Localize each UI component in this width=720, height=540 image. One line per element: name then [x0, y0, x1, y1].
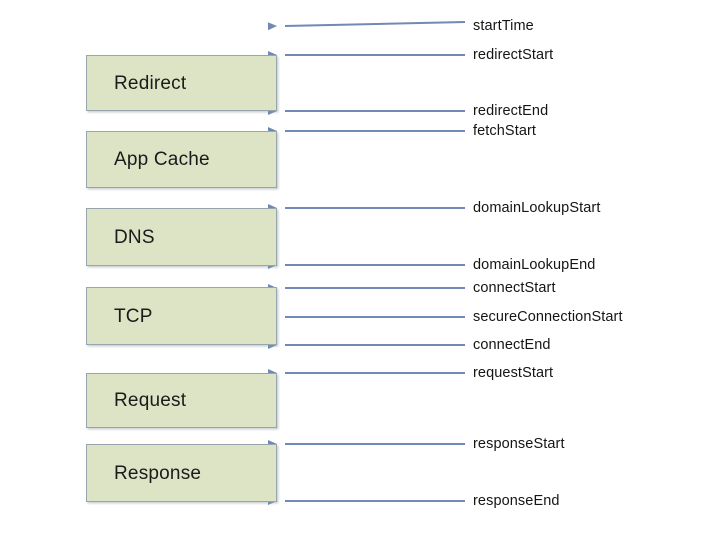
phase-box-label: Response [114, 462, 202, 484]
event-arrow-connectStart [268, 284, 465, 292]
event-label-domainLookupStart: domainLookupStart [473, 200, 601, 216]
event-arrow-requestStart [268, 369, 465, 377]
phase-box-label: TCP [114, 305, 153, 327]
event-arrow-responseStart [268, 440, 465, 448]
event-arrow-connectEnd [268, 341, 465, 349]
phase-box-redirect: Redirect [86, 55, 277, 111]
event-label-fetchStart: fetchStart [473, 123, 537, 139]
phase-box-dns: DNS [86, 208, 277, 266]
phase-box-app-cache: App Cache [86, 131, 277, 188]
event-label-redirectEnd: redirectEnd [473, 103, 549, 119]
event-arrow-redirectEnd [268, 107, 465, 115]
event-label-redirectStart: redirectStart [473, 47, 554, 63]
event-arrow-fetchStart [268, 127, 465, 135]
event-label-responseStart: responseStart [473, 436, 565, 452]
event-label-connectEnd: connectEnd [473, 337, 551, 353]
event-label-domainLookupEnd: domainLookupEnd [473, 257, 596, 273]
event-label-responseEnd: responseEnd [473, 493, 560, 509]
event-arrow-startTime [267, 21, 466, 31]
event-arrow-domainLookupEnd [268, 261, 465, 269]
event-arrow-secureConnectionStart [268, 313, 465, 321]
phase-box-label: Redirect [114, 72, 187, 94]
phase-box-tcp: TCP [86, 287, 277, 345]
phase-box-request: Request [86, 373, 277, 428]
event-arrow-redirectStart [268, 51, 465, 59]
phase-box-label: DNS [114, 226, 155, 248]
phase-box-label: Request [114, 390, 187, 411]
event-label-startTime: startTime [473, 18, 534, 34]
event-label-requestStart: requestStart [473, 365, 554, 381]
event-arrow-domainLookupStart [268, 204, 465, 212]
event-arrow-responseEnd [268, 497, 465, 505]
phase-box-label: App Cache [114, 149, 210, 170]
event-label-secureConnectionStart: secureConnectionStart [473, 309, 623, 325]
event-label-connectStart: connectStart [473, 280, 556, 296]
arrowhead [267, 22, 277, 31]
phase-box-response: Response [86, 444, 277, 502]
